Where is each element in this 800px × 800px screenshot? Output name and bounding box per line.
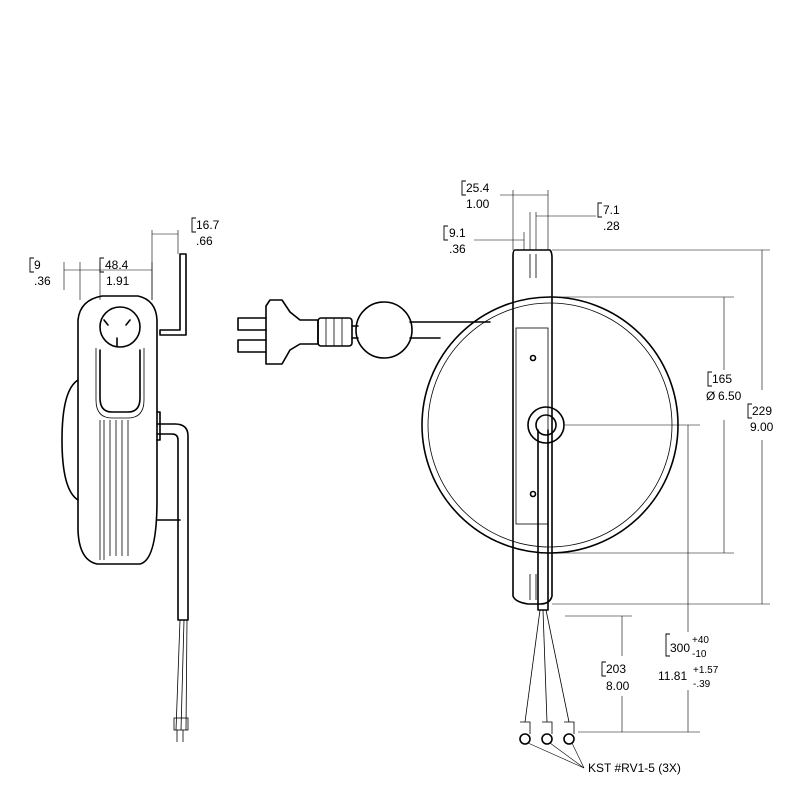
dim-reel-mm: 165 [712,372,732,386]
cord-exit [537,429,549,611]
dim-cord-mm: 300 [670,641,690,655]
dim-width-in: 1.00 [466,197,490,211]
dim-offset-in: .36 [34,274,51,288]
plug-prong-bottom [237,339,267,353]
dim-reel-in: 6.50 [718,389,742,403]
dim-left-offset-in: .36 [449,242,466,256]
dim-left-offset-mm: 9.1 [449,226,466,240]
dim-cord-mm-plus: +40 [692,635,709,646]
dim-height-mm: 229 [752,404,772,418]
side-view: 16.7 .66 9 .36 48.4 1.91 [29,217,220,742]
dim-slot-in: .28 [603,219,620,233]
dim-slot-mm: 7.1 [603,203,620,217]
side-housing [77,295,158,565]
dim-lead-in: 8.00 [606,679,630,693]
socket-icon [99,306,141,348]
dim-tab-mm: 16.7 [196,218,220,232]
terminal-callout: KST #RV1-5 (3X) [588,761,681,775]
cord-stop-ball [355,301,413,359]
side-cord-bracket [156,423,189,621]
dim-lead-mm: 203 [606,662,626,676]
front-view: 25.4 1.00 7.1 .28 9.1 .36 229 9.00 165 Ø… [421,180,774,775]
plug [237,299,491,365]
dim-tab-in: .66 [196,234,213,248]
dim-cord-mm-minus: -10 [692,649,707,660]
dim-depth-mm: 48.4 [105,258,129,272]
dim-cord-in-plus: +1.57 [693,665,719,676]
dim-cord-in: 11.81 [658,669,687,683]
mount-bracket [512,249,553,605]
dim-reel-diameter: Ø [706,389,715,403]
terminal-2 [541,733,553,745]
dim-depth-in: 1.91 [106,274,130,288]
side-bracket [159,253,187,336]
reel-hub [527,406,565,444]
dim-height-in: 9.00 [750,420,774,434]
plug-prong-top [237,317,267,331]
terminal-1 [519,733,531,745]
terminal-3 [563,733,575,745]
plug-body [265,299,319,365]
side-channel [99,349,141,413]
dim-offset-mm: 9 [34,258,41,272]
side-bump [61,379,79,501]
dim-cord-in-minus: -.39 [693,679,711,690]
dim-width-mm: 25.4 [466,181,490,195]
plug-strain-relief [317,317,353,347]
